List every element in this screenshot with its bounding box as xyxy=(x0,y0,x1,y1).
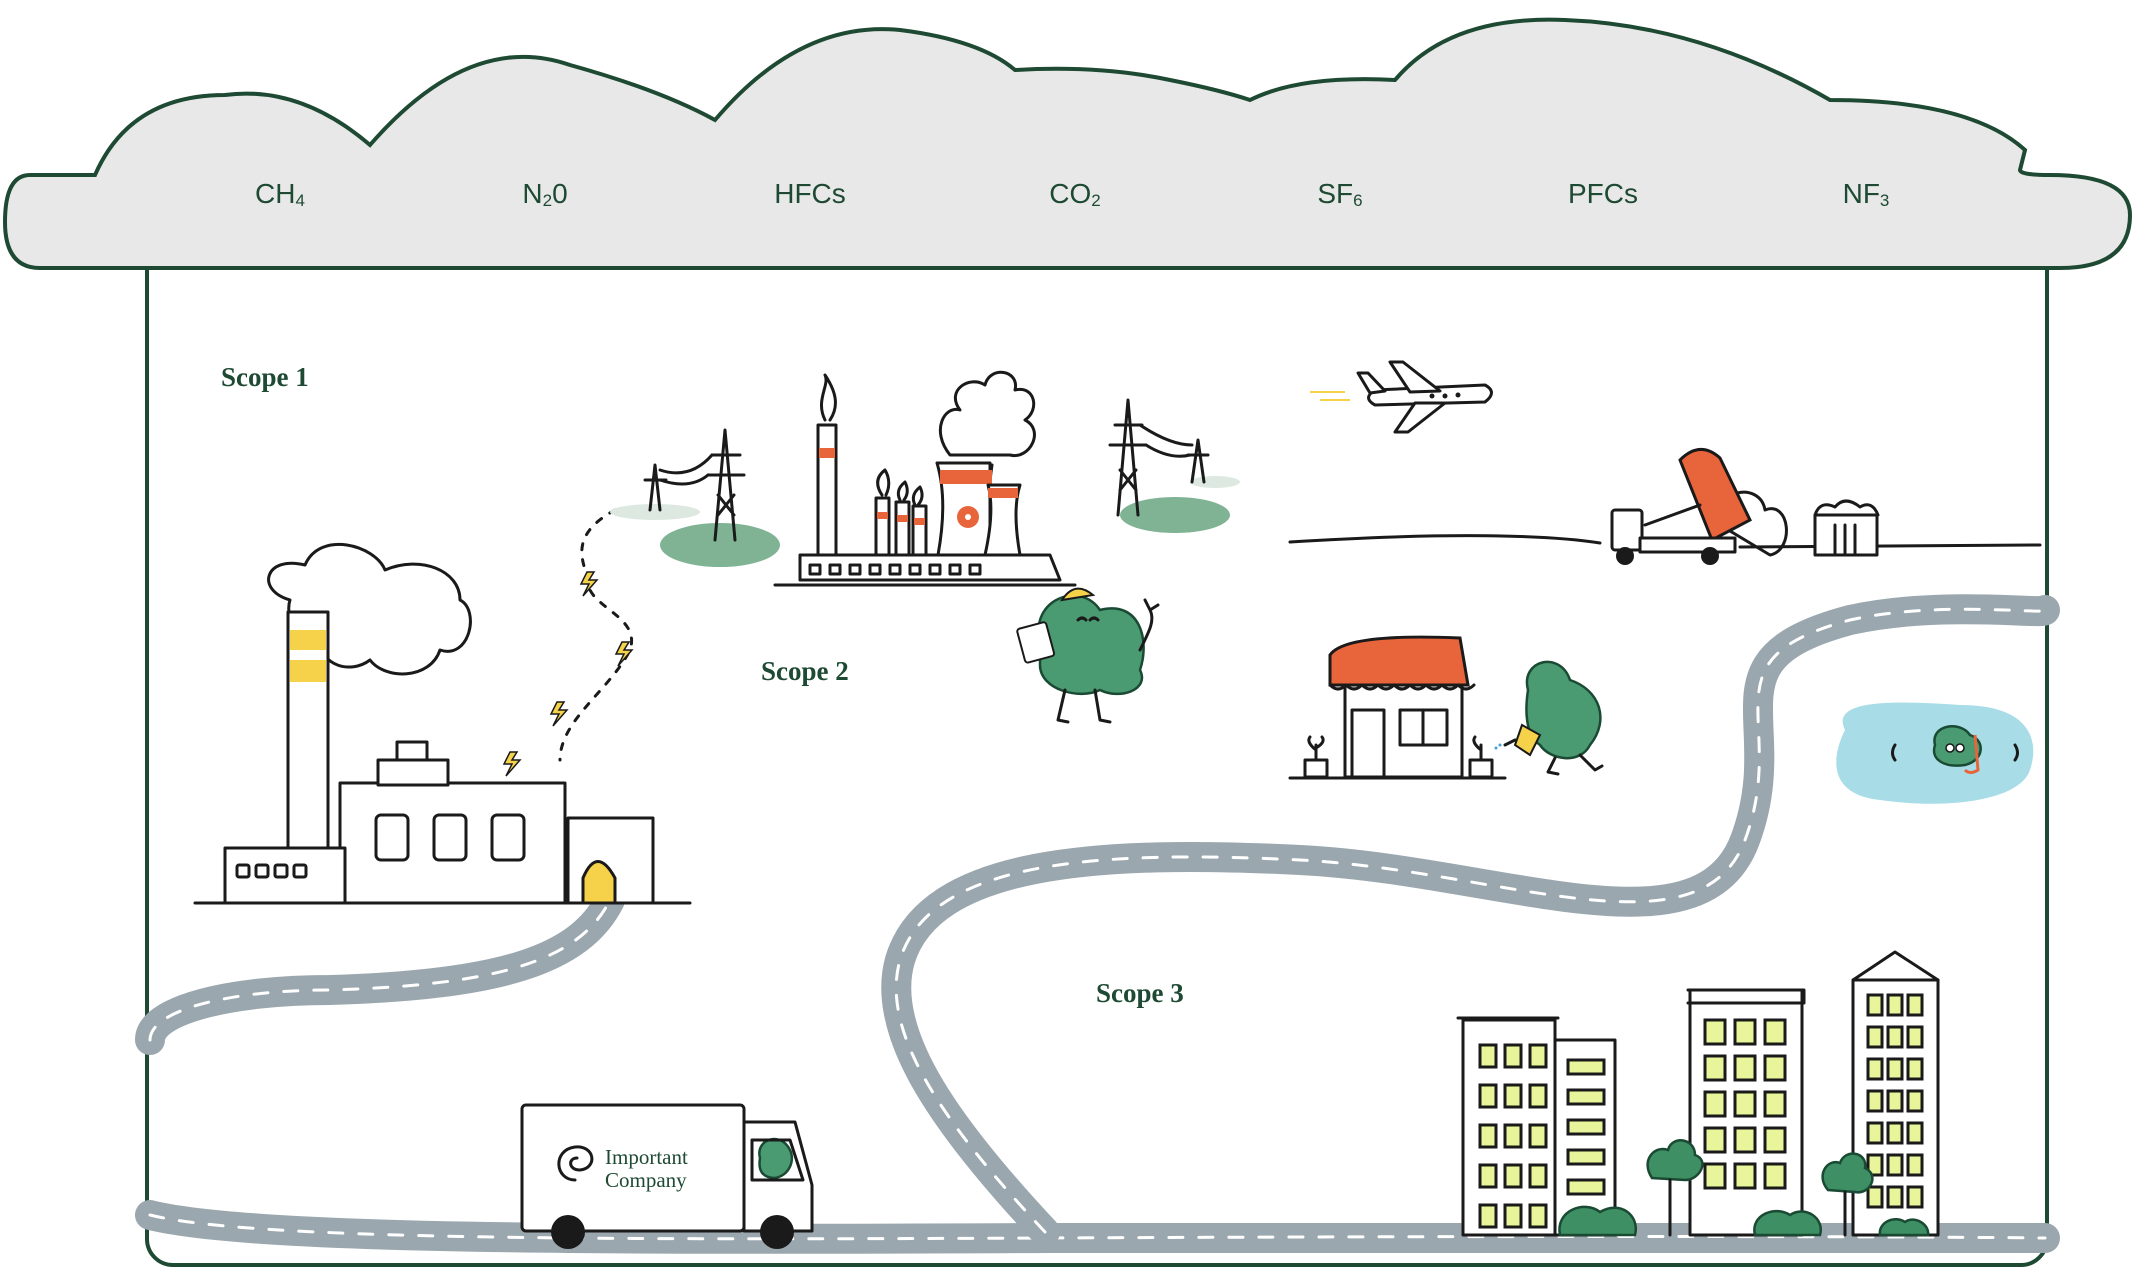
truck-brand-line1: Important xyxy=(605,1145,688,1169)
delivery-truck-icon: Important Company xyxy=(520,1103,814,1249)
building-window xyxy=(1906,993,1924,1017)
building-window xyxy=(1866,1025,1884,1049)
building-window xyxy=(1763,1126,1787,1154)
building-window xyxy=(1906,1089,1924,1113)
building-window xyxy=(1478,1203,1498,1229)
building-window xyxy=(1478,1083,1498,1109)
building-window xyxy=(1566,1118,1606,1136)
truck-brand-line2: Company xyxy=(605,1168,687,1192)
building-window xyxy=(1866,1089,1884,1113)
building-window xyxy=(1733,1126,1757,1154)
building-window xyxy=(1503,1083,1523,1109)
building-window xyxy=(1478,1123,1498,1149)
greenhouse-gas-cloud xyxy=(2,17,2133,270)
monster-character-icon xyxy=(1016,587,1160,724)
dump-truck-icon xyxy=(1610,448,1788,565)
scope-3-label: Scope 3 xyxy=(1096,978,1184,1008)
building-window xyxy=(1478,1163,1498,1189)
building-window xyxy=(1906,1153,1924,1177)
building-window xyxy=(1886,1089,1904,1113)
building-window xyxy=(1763,1090,1787,1118)
building-window xyxy=(1733,1090,1757,1118)
building-window xyxy=(1703,1054,1727,1082)
scope-2-label: Scope 2 xyxy=(761,656,849,686)
gas-label-5: PFCs xyxy=(1568,178,1638,209)
building-window xyxy=(1566,1178,1606,1196)
building-window xyxy=(1906,1185,1924,1209)
lightning-bolt-icon xyxy=(579,571,599,597)
building-window xyxy=(1763,1018,1787,1046)
horizon-line xyxy=(1288,534,2042,549)
building-window xyxy=(1528,1083,1548,1109)
building-window xyxy=(1733,1018,1757,1046)
building-window xyxy=(1866,993,1884,1017)
building-window xyxy=(1733,1054,1757,1082)
lightning-bolt-icon xyxy=(549,701,569,727)
building-window xyxy=(1763,1054,1787,1082)
gas-label-0: CH4 xyxy=(255,178,305,210)
building-window xyxy=(1703,1126,1727,1154)
pylon-icon xyxy=(610,428,780,567)
pylon-icon xyxy=(1108,398,1240,533)
building-window xyxy=(1703,1018,1727,1046)
gas-label-4: SF6 xyxy=(1317,178,1362,210)
building-window xyxy=(1566,1058,1606,1076)
building-window xyxy=(1906,1057,1924,1081)
monster-character-icon xyxy=(1494,660,1604,776)
road-network xyxy=(135,594,2060,1254)
gas-label-2: HFCs xyxy=(774,178,846,209)
factory-icon xyxy=(193,542,692,905)
building-window xyxy=(1566,1088,1606,1106)
building-window xyxy=(1866,1185,1884,1209)
shop-icon xyxy=(1288,635,1507,780)
electricity-line xyxy=(502,508,634,777)
building-window xyxy=(1886,1025,1904,1049)
lightning-bolt-icon xyxy=(614,641,634,667)
gas-label-1: N20 xyxy=(522,178,567,210)
gas-labels: CH4 N20 HFCs CO2 SF6 PFCs NF3 xyxy=(255,178,1889,210)
building-window xyxy=(1886,993,1904,1017)
lightning-bolt-icon xyxy=(502,751,522,777)
building-window xyxy=(1866,1121,1884,1145)
building-window xyxy=(1866,1057,1884,1081)
building-window xyxy=(1503,1203,1523,1229)
building-window xyxy=(1886,1121,1904,1145)
building-windows xyxy=(1478,993,1924,1229)
building-window xyxy=(1703,1090,1727,1118)
building-window xyxy=(1503,1123,1523,1149)
building-window xyxy=(1503,1163,1523,1189)
building-window xyxy=(1906,1025,1924,1049)
building-window xyxy=(1566,1148,1606,1166)
power-plant-icon xyxy=(773,370,1077,587)
tree-icon xyxy=(1558,1139,1930,1237)
gas-label-6: NF3 xyxy=(1843,178,1890,210)
airplane-icon xyxy=(1310,360,1493,434)
scope-1-label: Scope 1 xyxy=(221,362,309,392)
building-window xyxy=(1478,1043,1498,1069)
building-window xyxy=(1763,1162,1787,1190)
waste-container-icon xyxy=(1813,499,1880,557)
building-window xyxy=(1503,1043,1523,1069)
building-window xyxy=(1906,1121,1924,1145)
building-window xyxy=(1528,1123,1548,1149)
building-window xyxy=(1886,1057,1904,1081)
building-window xyxy=(1886,1185,1904,1209)
building-window xyxy=(1886,1153,1904,1177)
building-window xyxy=(1703,1162,1727,1190)
building-window xyxy=(1528,1043,1548,1069)
pond xyxy=(1836,702,2034,804)
building-window xyxy=(1733,1162,1757,1190)
building-window xyxy=(1866,1153,1884,1177)
gas-label-3: CO2 xyxy=(1049,178,1100,210)
building-window xyxy=(1528,1203,1548,1229)
building-window xyxy=(1528,1163,1548,1189)
